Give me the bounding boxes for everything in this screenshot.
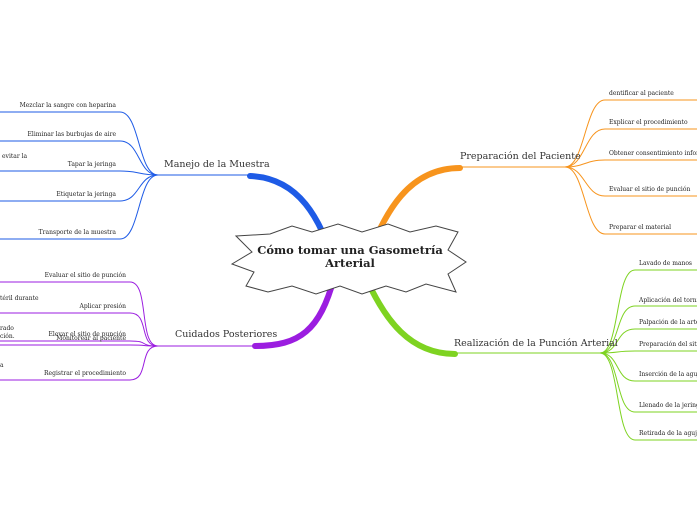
realizacion-item[interactable]: Inserción de la aguja — [639, 371, 697, 378]
realizacion-item[interactable]: Palpación de la arter — [639, 319, 697, 326]
preparacion-item[interactable]: Evaluar el sitio de punción — [609, 186, 691, 193]
topic-cuidados[interactable]: Cuidados Posteriores — [175, 329, 278, 340]
realizacion-item[interactable]: Retirada de la aguja — [639, 430, 697, 437]
cuidados-item[interactable]: Elevar el sitio de punción — [48, 331, 126, 338]
cuidados-links — [0, 281, 159, 381]
manejo-item[interactable]: Etiquetar la jeringa — [56, 191, 116, 198]
preparacion-item[interactable]: Explicar el procedimiento — [609, 119, 688, 126]
cuidados-item[interactable]: Evaluar el sitio de punción — [44, 272, 126, 279]
central-topic-line2: Arterial — [325, 256, 375, 270]
cuidados-item[interactable]: Aplicar presión — [79, 303, 126, 310]
connector-realizacion — [363, 275, 458, 357]
central-topic[interactable]: Cómo tomar una Gasometría Arterial — [255, 244, 445, 270]
cuidados-item[interactable]: Registrar el procedimiento — [44, 370, 126, 377]
cuidados-fragment: rado — [0, 325, 14, 332]
central-starburst[interactable] — [230, 223, 467, 295]
connector-cuidados — [252, 275, 337, 349]
manejo-item[interactable]: Transporte de la muestra — [38, 229, 116, 236]
manejo-item[interactable]: Mezclar la sangre con heparina — [19, 102, 116, 109]
topic-manejo[interactable]: Manejo de la Muestra — [164, 159, 270, 170]
manejo-links — [0, 111, 159, 240]
preparacion-item[interactable]: dentificar al paciente — [609, 90, 674, 97]
realizacion-links — [599, 269, 697, 441]
cuidados-item[interactable]: Monitorear al paciente — [56, 335, 126, 342]
realizacion-item[interactable]: Aplicación del tornic — [639, 297, 697, 304]
preparacion-links — [564, 99, 697, 235]
manejo-item[interactable]: Eliminar las burbujas de aire — [27, 131, 116, 138]
cuidados-fragment: ción. — [0, 333, 15, 340]
topic-realizacion[interactable]: Realización de la Punción Arterial — [454, 338, 618, 349]
central-topic-line1: Cómo tomar una Gasometría — [257, 243, 443, 257]
realizacion-item[interactable]: Preparación del sitio — [639, 341, 697, 348]
realizacion-item[interactable]: Llenado de la jeringa — [639, 402, 697, 409]
preparacion-item[interactable]: Preparar el material — [609, 224, 671, 231]
manejo-item[interactable]: Tapar la jeringa — [67, 161, 116, 168]
cuidados-fragment: téril durante — [0, 295, 39, 302]
realizacion-item[interactable]: Lavado de manos — [639, 260, 693, 267]
cuidados-fragment: a — [0, 362, 4, 369]
manejo-fragment: evitar la — [2, 153, 28, 160]
topic-preparacion[interactable]: Preparación del Paciente — [460, 151, 581, 162]
preparacion-item[interactable]: Obtener consentimiento inform — [609, 150, 697, 157]
